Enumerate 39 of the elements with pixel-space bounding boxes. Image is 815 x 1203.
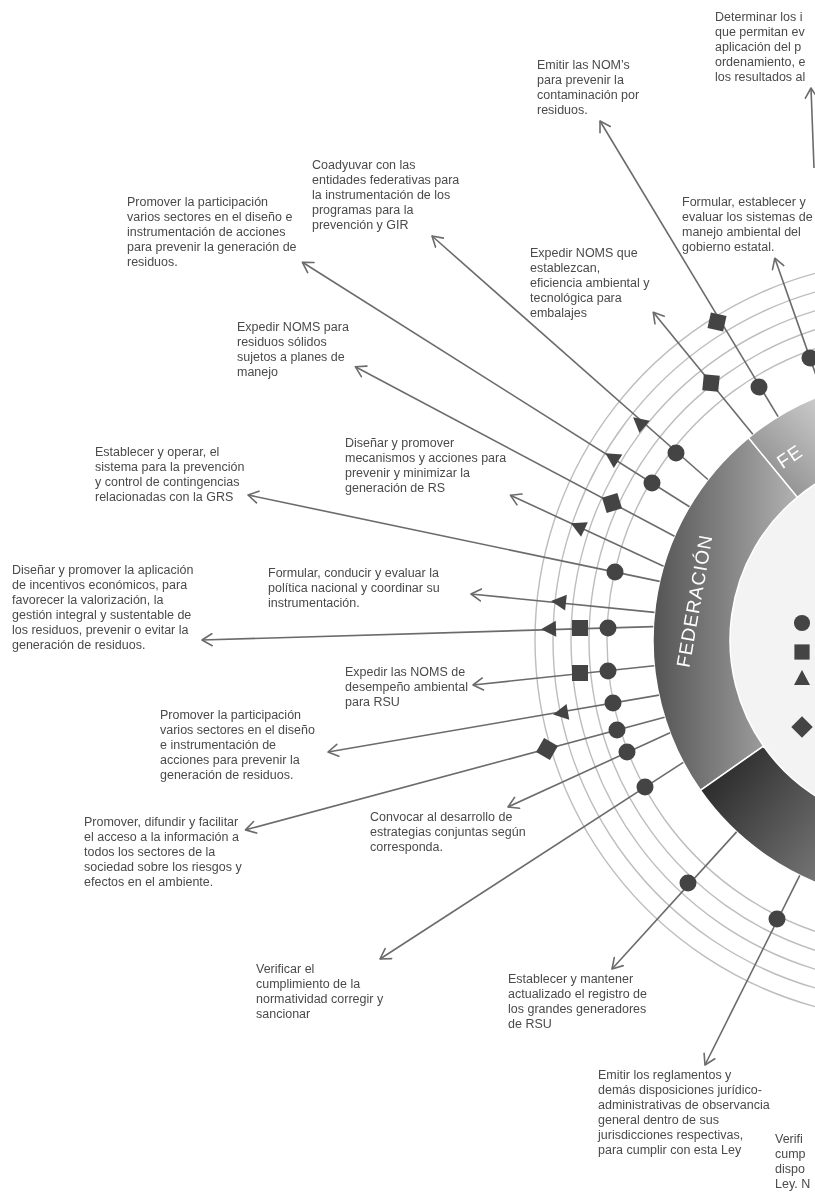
arrow xyxy=(431,235,709,481)
action-text: Expedir las NOMS de desempeño ambiental para RSU xyxy=(345,665,470,710)
action-text: Convocar al desarrollo de estrategias conjuntas según corresponda. xyxy=(370,810,528,855)
arrow xyxy=(247,490,661,583)
action-text: Expedir NOMS que establezcan, eficiencia ambiental y tecnológica para embalajes xyxy=(530,246,650,321)
action-text: Emitir los reglamentos y demás disposiciones jurídico-administrativas de observancia general dentro de sus jurisdicciones respectivas, para cumplir con esta Ley xyxy=(598,1068,770,1158)
arrow xyxy=(509,493,665,567)
arrow xyxy=(652,311,754,435)
action-text: Establecer y operar, el sistema para la prevención y control de contingencias relacionadas con la GRS xyxy=(95,445,245,505)
action-text: Formular, conducir y evaluar la política nacional y coordinar su instrumentación. xyxy=(268,566,468,611)
action-text: Formular, establecer y evaluar los sistemas de manejo ambiental del gobierno estatal. xyxy=(682,195,815,255)
arrow xyxy=(599,120,779,418)
action-text: Promover la participación varios sectores en el diseño e instrumentación de acciones para prevenir la generación de residuos. xyxy=(160,708,325,783)
arrow xyxy=(804,87,815,169)
action-text: Emitir las NOM’s para prevenir la contaminación por residuos. xyxy=(537,58,649,118)
arrow xyxy=(201,625,655,647)
arrow xyxy=(379,761,685,960)
arrow xyxy=(507,732,671,810)
action-text: Verificar el cumplimiento de la normatividad corregir y sancionar xyxy=(256,962,386,1022)
ring-segment xyxy=(700,746,815,883)
action-text: Coadyuvar con las entidades federativas para la instrumentación de los programas para la prevención y GIR xyxy=(312,158,467,233)
segment-label: FE xyxy=(772,440,808,474)
action-text: Promover, difundir y facilitar el acceso a la información a todos los sectores de la sociedad sobre los riesgos y efectos en el ambiente. xyxy=(84,815,242,890)
arrow xyxy=(244,716,666,834)
arrow xyxy=(611,831,738,970)
action-text: Diseñar y promover mecanismos y acciones para prevenir y minimizar la generación de RS xyxy=(345,436,507,496)
arrow xyxy=(470,588,656,614)
action-text: Promover la participación varios sectores en el diseño e instrumentación de acciones para prevenir la generación de residuos. xyxy=(127,195,299,270)
action-text: Establecer y mantener actualizado el registro de los grandes generadores de RSU xyxy=(508,972,656,1032)
action-text: Expedir NOMS para residuos sólidos sujetos a planes de manejo xyxy=(237,320,352,380)
arrow xyxy=(301,261,691,508)
arrow xyxy=(354,365,676,537)
action-text: Diseñar y promover la aplicación de incentivos económicos, para favorecer la valorización, la gestión integral y sustentable de los residuos, prevenir o evitar la generación de residuos. xyxy=(12,563,199,653)
arrow xyxy=(472,665,656,691)
cut-off-text: Verifi cump dispo Ley. N xyxy=(775,1132,812,1192)
arrow xyxy=(703,874,801,1066)
action-text: Determinar los i que permitan ev aplicación del p ordenamiento, e los resultados al xyxy=(715,10,815,85)
ring-segment xyxy=(748,397,815,498)
arrow xyxy=(327,694,660,757)
